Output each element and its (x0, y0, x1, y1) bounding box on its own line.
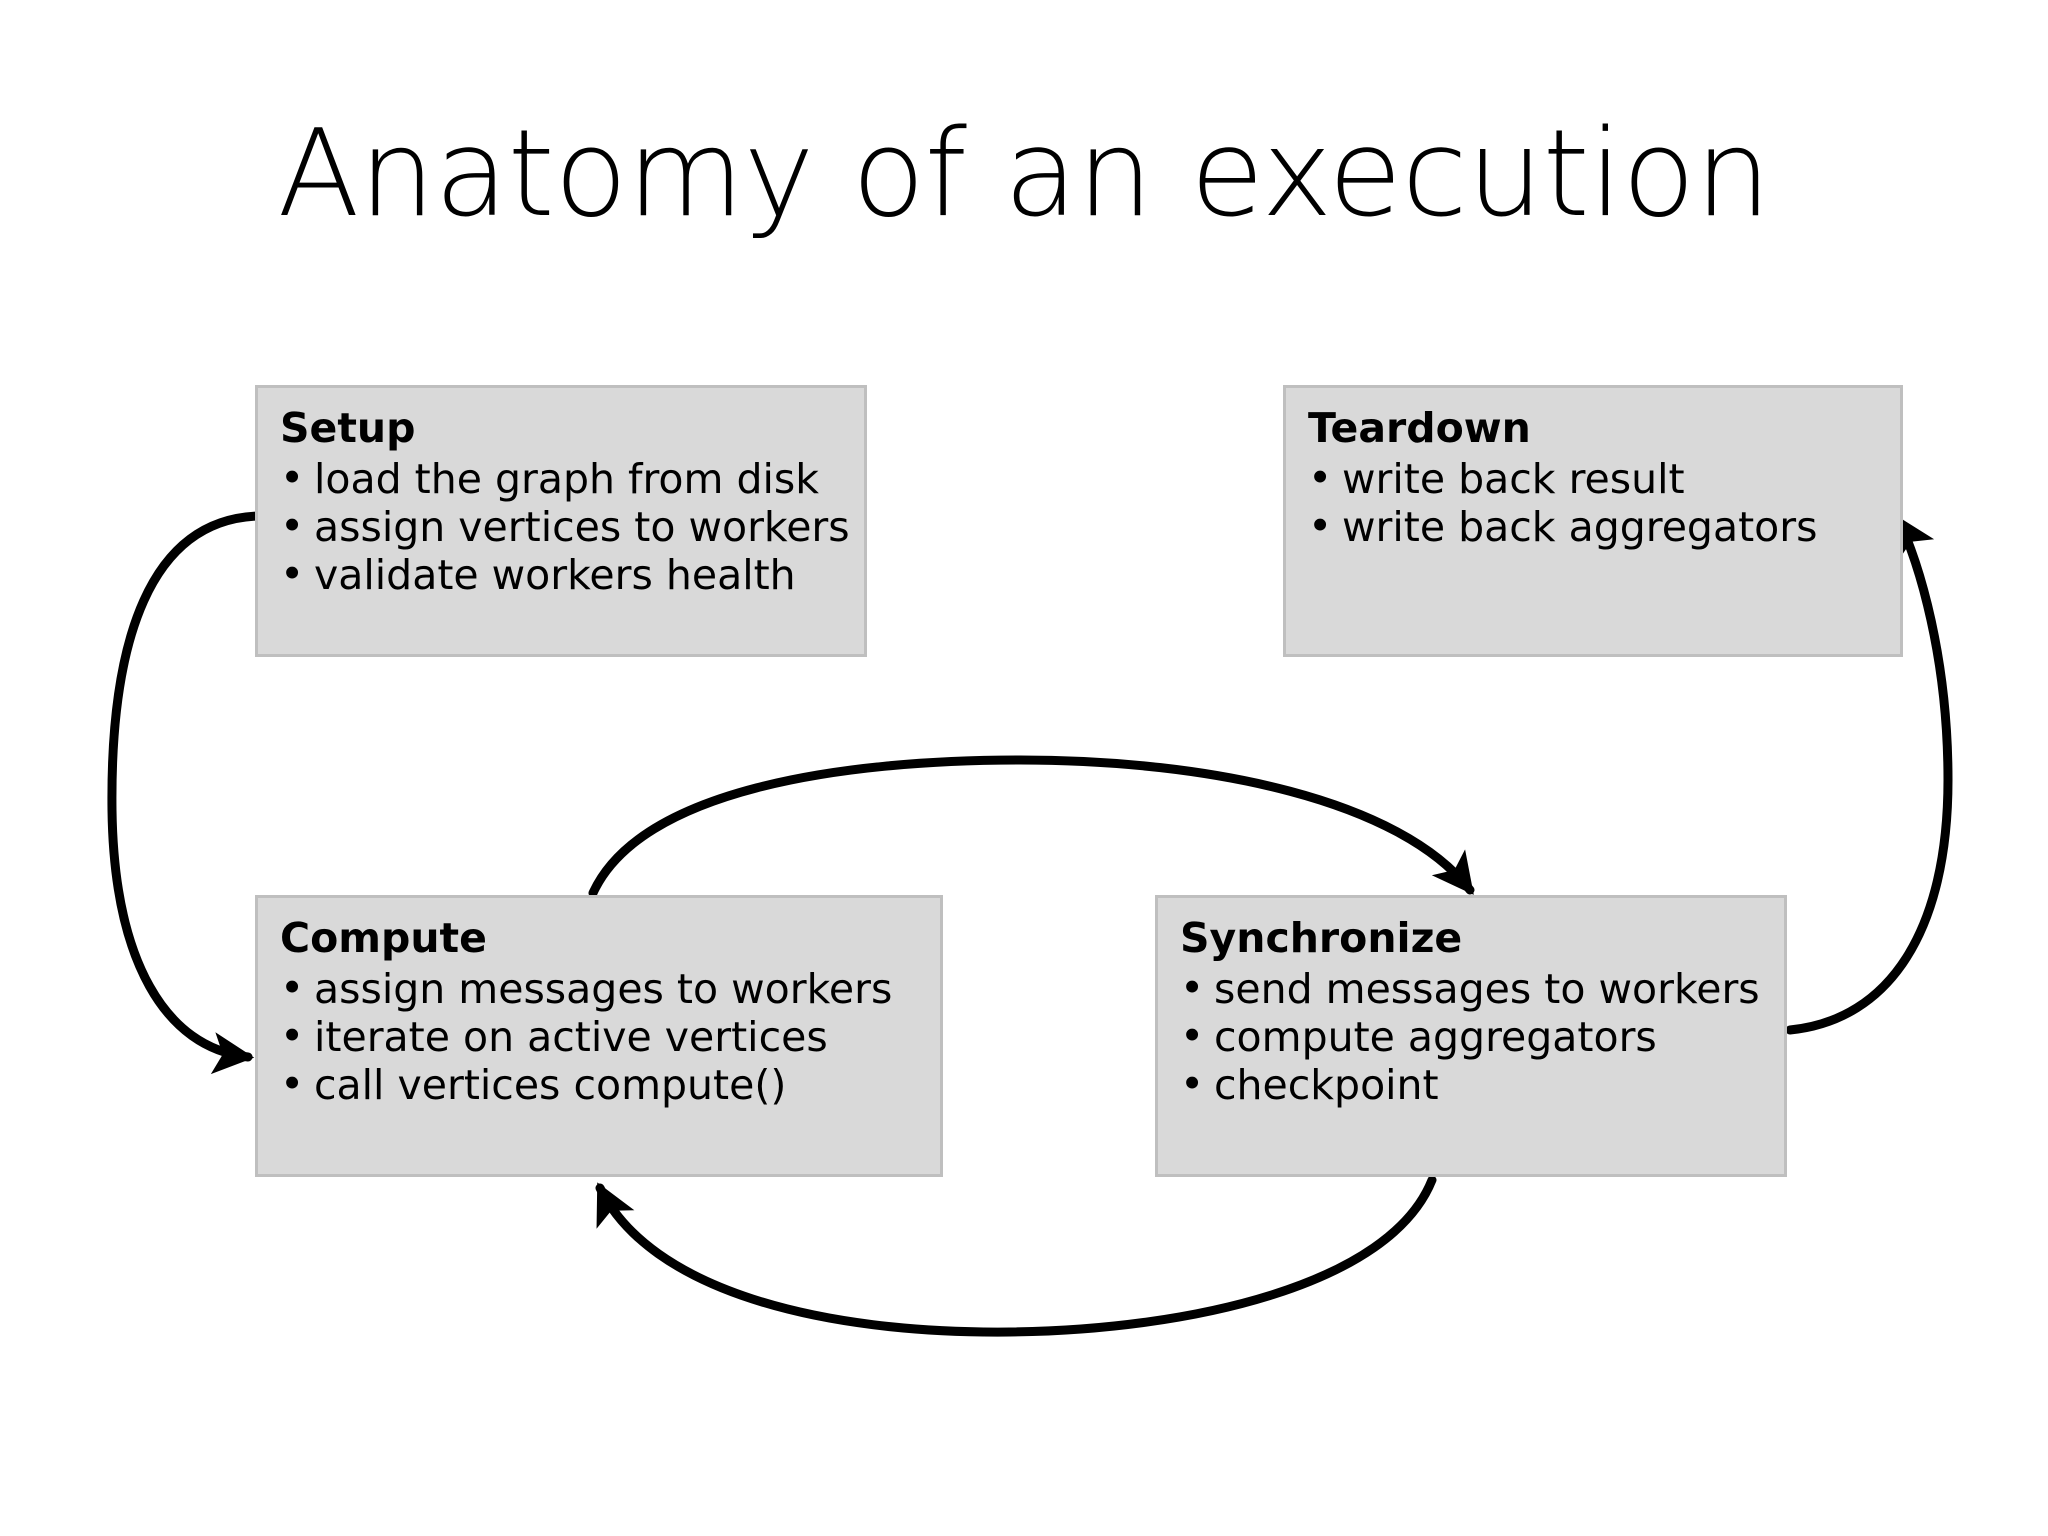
list-item-label: send messages to workers (1214, 965, 1760, 1014)
list-item-label: compute aggregators (1214, 1013, 1657, 1062)
phase-box-synchronize[interactable]: Synchronize • send messages to workers •… (1155, 895, 1787, 1177)
bullet-icon: • (280, 550, 305, 599)
phase-box-setup[interactable]: Setup • load the graph from disk • assig… (255, 385, 867, 657)
bullet-icon: • (1308, 454, 1333, 503)
page-title: Anatomy of an execution (277, 105, 1771, 244)
list-item-label: validate workers health (314, 551, 796, 600)
list-item: • checkpoint (1180, 1060, 1762, 1110)
list-item: • validate workers health (280, 550, 842, 600)
list-item: • send messages to workers (1180, 964, 1762, 1014)
list-item-label: iterate on active vertices (314, 1013, 828, 1062)
bullet-icon: • (1180, 1060, 1205, 1109)
phase-list-setup: • load the graph from disk • assign vert… (280, 454, 850, 600)
bullet-icon: • (280, 454, 305, 503)
list-item: • assign messages to workers (280, 964, 918, 1014)
phase-list-compute: • assign messages to workers • iterate o… (280, 964, 918, 1110)
phase-box-teardown[interactable]: Teardown • write back result • write bac… (1283, 385, 1903, 657)
phase-list-teardown: • write back result • write back aggrega… (1308, 454, 1878, 552)
bullet-icon: • (1180, 1012, 1205, 1061)
phase-title-teardown: Teardown (1308, 404, 1531, 452)
bullet-icon: • (280, 1060, 305, 1109)
list-item-label: load the graph from disk (314, 455, 819, 504)
list-item: • write back result (1308, 454, 1878, 504)
list-item: • write back aggregators (1308, 502, 1878, 552)
list-item-label: checkpoint (1214, 1061, 1439, 1110)
list-item: • load the graph from disk (280, 454, 842, 504)
edge-compute-to-synchronize (588, 755, 1475, 898)
phase-title-setup: Setup (280, 404, 416, 452)
list-item-label: write back result (1342, 455, 1685, 504)
phase-title-compute: Compute (280, 914, 487, 962)
list-item-label: write back aggregators (1342, 503, 1818, 552)
list-item: • iterate on active vertices (280, 1012, 918, 1062)
phase-box-compute[interactable]: Compute • assign messages to workers • i… (255, 895, 943, 1177)
list-item-label: assign vertices to workers (314, 503, 850, 552)
list-item-label: call vertices compute() (314, 1061, 787, 1110)
edge-setup-to-compute (107, 511, 263, 1075)
bullet-icon: • (280, 502, 305, 551)
list-item-label: assign messages to workers (314, 965, 893, 1014)
bullet-icon: • (280, 964, 305, 1013)
bullet-icon: • (280, 1012, 305, 1061)
edge-synchronize-to-compute (595, 1175, 1437, 1337)
list-item: • compute aggregators (1180, 1012, 1762, 1062)
phase-list-synchronize: • send messages to workers • compute agg… (1180, 964, 1762, 1110)
list-item: • assign vertices to workers (280, 502, 850, 552)
list-item: • call vertices compute() (280, 1060, 918, 1110)
phase-title-synchronize: Synchronize (1180, 914, 1463, 962)
bullet-icon: • (1308, 502, 1333, 551)
bullet-icon: • (1180, 964, 1205, 1013)
